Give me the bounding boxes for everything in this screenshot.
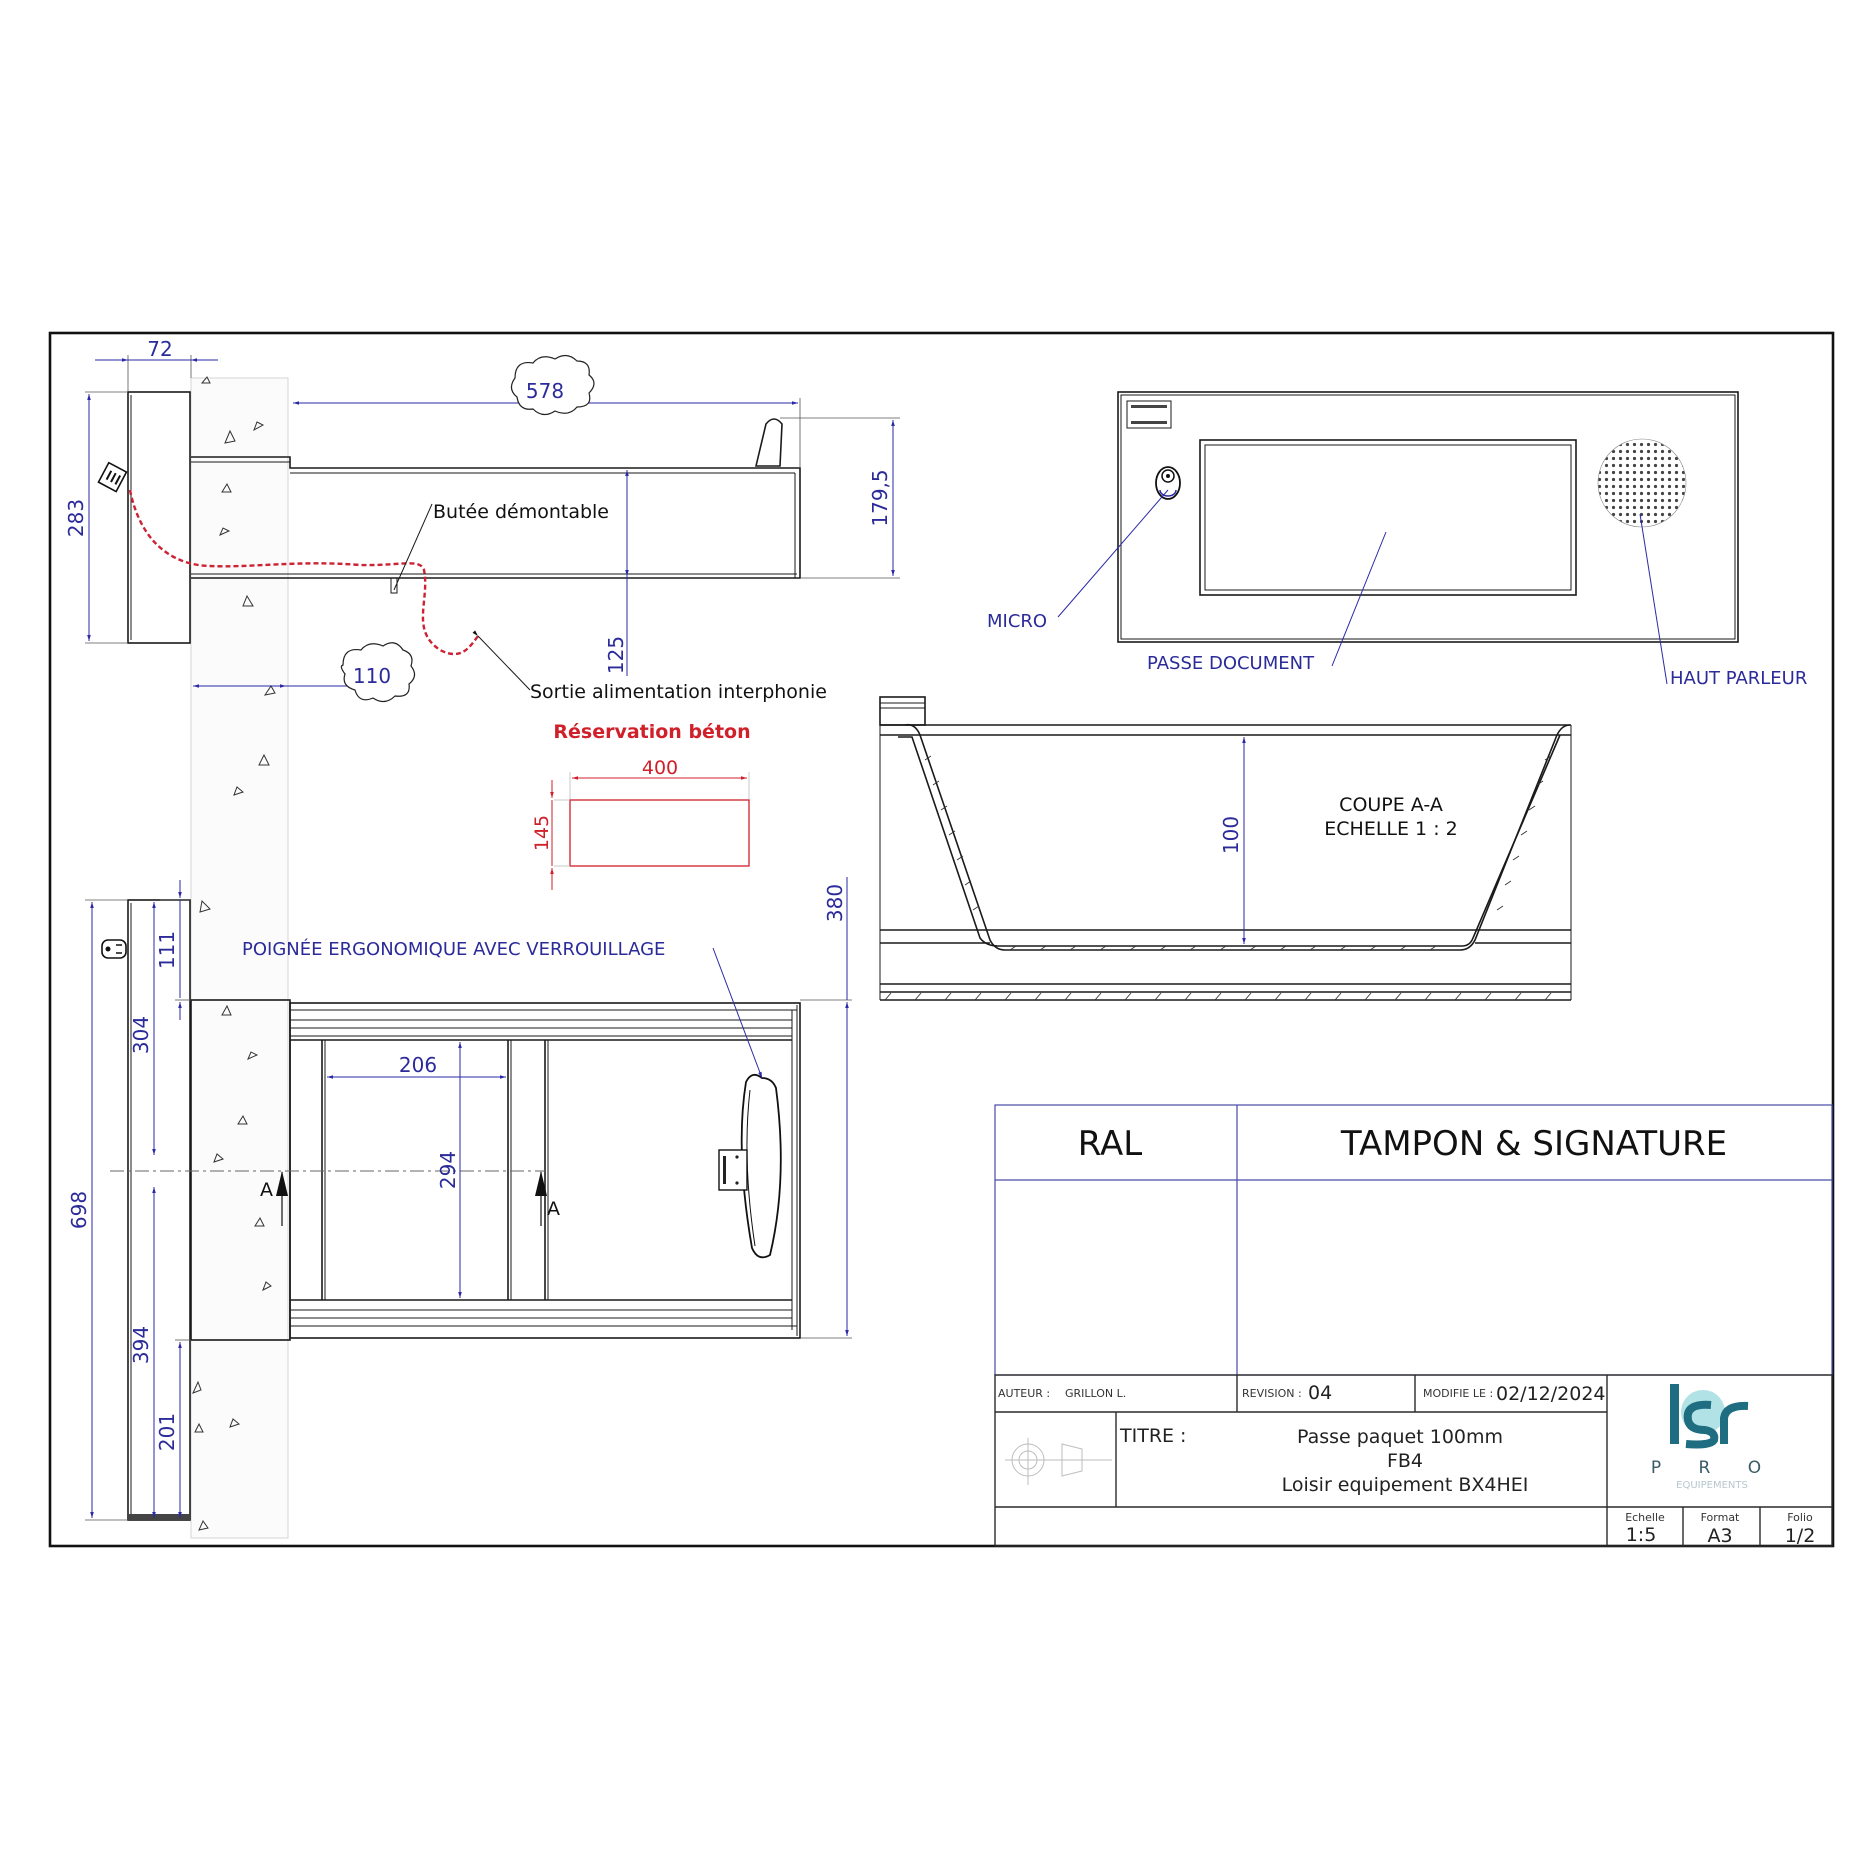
- title-line-2: FB4: [1387, 1450, 1423, 1472]
- dim-wall-embed: 110: [353, 664, 391, 688]
- intercom-connector-icon: [97, 461, 128, 493]
- front-panel-outline: [1117, 391, 1739, 643]
- dim-opening-width: 206: [399, 1053, 437, 1077]
- dim-201: 201: [155, 1413, 179, 1451]
- title-line-1: Passe paquet 100mm: [1297, 1426, 1503, 1448]
- dim-box-depth: 179,5: [868, 469, 892, 526]
- microphone-icon: [1155, 466, 1181, 500]
- revision-cloud-578: [510, 354, 595, 416]
- title-block: RAL TAMPON & SIGNATURE AUTEUR : GRILLON …: [994, 1104, 1833, 1547]
- dim-394: 394: [129, 1326, 153, 1364]
- scale-value: 1:5: [1626, 1524, 1657, 1546]
- label-micro: MICRO: [987, 611, 1047, 632]
- dim-wall-thickness: 72: [147, 337, 172, 361]
- power-cable-route: [128, 489, 479, 656]
- projection-symbol-icon: [1005, 1438, 1112, 1485]
- wall-plate: [127, 391, 191, 644]
- title-label: TITRE :: [1119, 1425, 1186, 1447]
- elevation-view: A A POIGNÉE ERGONOMIQUE AVEC VERROUILLAG…: [67, 877, 852, 1521]
- handle-profile: [754, 418, 783, 467]
- dim-111: 111: [155, 931, 179, 969]
- section-marker-right: A: [547, 1198, 560, 1220]
- reservation-width: 400: [642, 757, 678, 779]
- label-power-outlet: Sortie alimentation interphonie: [530, 681, 827, 703]
- dim-total-height: 698: [67, 1191, 91, 1229]
- dim-plate-height: 283: [64, 499, 88, 537]
- label-ergonomic-handle: POIGNÉE ERGONOMIQUE AVEC VERROUILLAGE: [242, 938, 665, 960]
- revision-value: 04: [1308, 1382, 1332, 1404]
- reservation-rectangle: [569, 799, 750, 867]
- nameplate: [1126, 400, 1172, 429]
- lock-cylinder-icon: [101, 939, 127, 959]
- dim-opening-height: 294: [436, 1151, 460, 1189]
- revision-label: REVISION :: [1242, 1387, 1302, 1400]
- section-a-a-view: 100 COUPE A-A ECHELLE 1 : 2: [879, 696, 1572, 1001]
- concrete-wall: [190, 377, 289, 1539]
- section-marker-left: A: [260, 1179, 273, 1201]
- document-slot-window: [1199, 439, 1577, 596]
- stamp-signature-header: TAMPON & SIGNATURE: [1340, 1124, 1727, 1164]
- speaker-grille-icon: [1597, 438, 1687, 528]
- ral-header: RAL: [1078, 1124, 1143, 1164]
- format-label: Format: [1701, 1511, 1740, 1524]
- section-hatching: [924, 755, 1552, 951]
- section-title: COUPE A-A: [1339, 794, 1443, 816]
- modified-label: MODIFIE LE :: [1423, 1387, 1493, 1400]
- front-panel-view: MICRO PASSE DOCUMENT HAUT PARLEUR: [987, 391, 1807, 689]
- modified-date: 02/12/2024: [1496, 1383, 1606, 1405]
- scale-label: Echelle: [1625, 1511, 1665, 1524]
- passthrough-box-side: [191, 456, 801, 579]
- dim-380: 380: [823, 884, 847, 922]
- reservation-title: Réservation béton: [553, 721, 750, 743]
- dim-box-length: 578: [526, 379, 564, 403]
- dim-box-offset: 125: [604, 636, 628, 674]
- plan-view: 72 283 578 179,5 125 110 Butée démontabl: [64, 337, 900, 1539]
- ergonomic-handle: [740, 1073, 782, 1259]
- format-value: A3: [1707, 1525, 1732, 1547]
- folio-label: Folio: [1787, 1511, 1813, 1524]
- dim-304: 304: [129, 1016, 153, 1054]
- author-value: GRILLON L.: [1065, 1387, 1126, 1400]
- label-document-pass: PASSE DOCUMENT: [1147, 653, 1315, 674]
- dim-trough-depth: 100: [1219, 816, 1243, 854]
- removable-stop: [390, 577, 398, 594]
- concrete-reservation: Réservation béton 400 145: [531, 721, 751, 890]
- section-scale: ECHELLE 1 : 2: [1324, 818, 1457, 840]
- sheet-frame: [48, 331, 1835, 1548]
- label-speaker: HAUT PARLEUR: [1670, 668, 1807, 689]
- author-label: AUTEUR :: [998, 1387, 1050, 1400]
- logo-subtitle: EQUIPEMENTS: [1676, 1480, 1748, 1491]
- folio-value: 1/2: [1785, 1525, 1816, 1547]
- concrete-aggregate-marks: [192, 376, 276, 1531]
- logo-pro-text: P R O: [1651, 1458, 1777, 1478]
- label-removable-stop: Butée démontable: [433, 501, 609, 523]
- revision-cloud-110: [340, 642, 416, 703]
- title-line-3: Loisir equipement BX4HEI: [1282, 1474, 1529, 1496]
- reservation-height: 145: [531, 815, 553, 851]
- trough-outer: [904, 723, 1571, 951]
- lsr-pro-logo: P R O EQUIPEMENTS: [1651, 1384, 1777, 1491]
